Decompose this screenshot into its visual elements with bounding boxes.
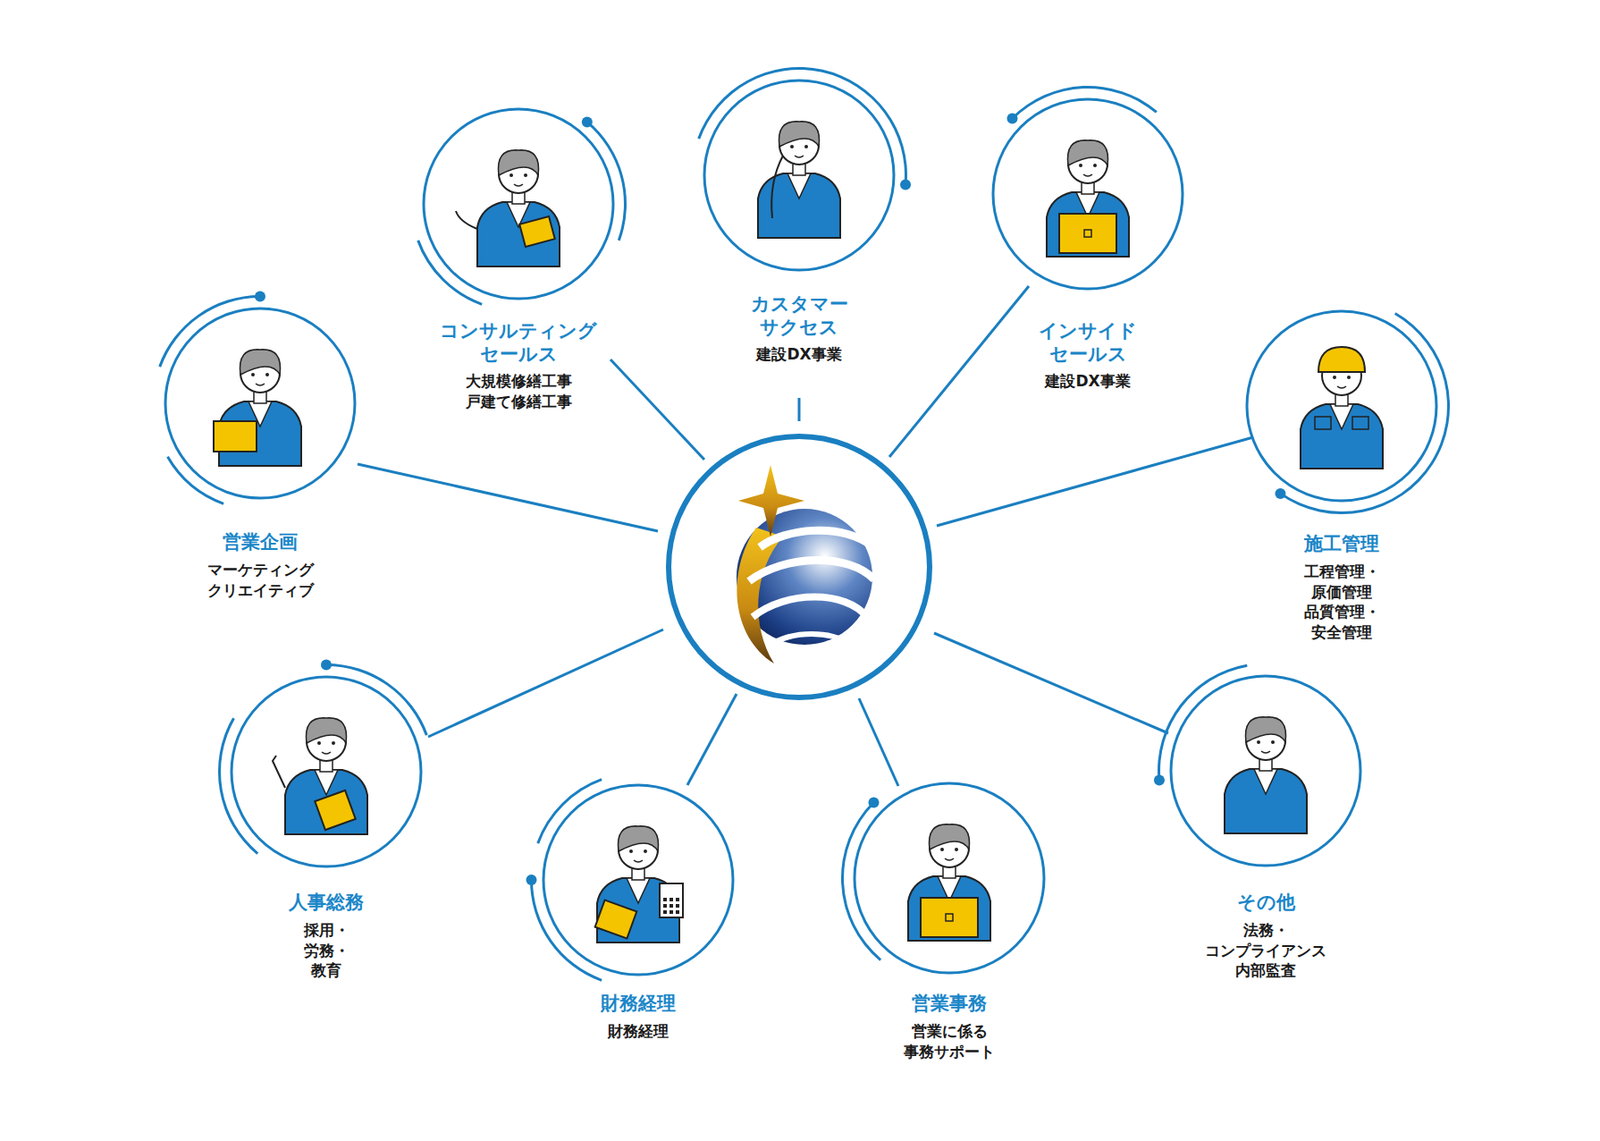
- role-description: 法務・コンプライアンス 内部監査: [1204, 919, 1327, 982]
- label-block: その他法務・コンプライアンス 内部監査: [1131, 891, 1400, 981]
- spoke-line: [428, 629, 664, 737]
- spoke-line: [798, 397, 801, 422]
- role-circle: [1131, 675, 1400, 866]
- person-illustration: [1046, 140, 1129, 257]
- role-description: 建設DX事業: [1044, 370, 1130, 392]
- role-circle: [192, 676, 461, 867]
- role-heading: 人事総務: [288, 891, 364, 915]
- role-circle: [384, 109, 653, 299]
- spoke-line: [858, 698, 899, 786]
- role-circle: [504, 784, 773, 975]
- role-heading: コンサルティング セールス: [439, 320, 598, 366]
- person-illustration: [1300, 346, 1383, 469]
- role-heading: 施工管理: [1304, 532, 1380, 556]
- decor-arc: [526, 777, 603, 981]
- role-heading: 営業事務: [911, 992, 987, 1016]
- decor-arc: [697, 67, 911, 190]
- role-node: 人事総務採用・労務・教育: [192, 676, 461, 981]
- spoke-line: [934, 632, 1169, 733]
- role-circle: [953, 99, 1222, 289]
- person-illustration: [213, 349, 302, 466]
- role-circle: [126, 308, 395, 498]
- label-block: 施工管理工程管理・原価管理 品質管理・安全管理: [1207, 532, 1476, 643]
- label-block: インサイド セールス建設DX事業: [953, 320, 1222, 392]
- role-description: マーケティング クリエイティブ: [207, 559, 314, 601]
- person-illustration: [1224, 716, 1307, 834]
- role-circle: [665, 80, 934, 270]
- decor-arc: [1274, 311, 1450, 514]
- role-heading: 財務経理: [600, 992, 676, 1016]
- role-heading: 営業企画: [222, 530, 298, 555]
- label-block: 人事総務採用・労務・教育: [192, 891, 461, 981]
- role-heading: カスタマー サクセス: [750, 293, 849, 339]
- decor-arc: [416, 116, 627, 305]
- role-circle: [1207, 311, 1476, 501]
- role-node: 営業企画マーケティング クリエイティブ: [126, 308, 395, 600]
- role-description: 工程管理・原価管理 品質管理・安全管理: [1304, 561, 1381, 644]
- role-description: 大規模修繕工事 戸建て修繕工事: [465, 370, 573, 413]
- role-node: インサイド セールス建設DX事業: [953, 99, 1222, 392]
- role-node: 財務経理財務経理: [504, 784, 773, 1042]
- label-block: 財務経理財務経理: [504, 992, 773, 1042]
- role-description: 採用・労務・教育: [303, 919, 350, 982]
- company-logo: [668, 436, 930, 698]
- person-illustration: [272, 717, 368, 834]
- label-block: カスタマー サクセス建設DX事業: [665, 293, 934, 365]
- role-description: 建設DX事業: [756, 344, 842, 365]
- spoke-line: [687, 693, 737, 785]
- person-illustration: [757, 121, 841, 238]
- role-description: 財務経理: [607, 1020, 669, 1042]
- person-illustration: [908, 824, 991, 941]
- label-block: 営業企画マーケティング クリエイティブ: [126, 530, 395, 600]
- spoke-line: [357, 463, 658, 531]
- role-node: カスタマー サクセス建設DX事業: [665, 80, 934, 365]
- label-block: 営業事務営業に係る 事務サポート: [815, 992, 1084, 1062]
- role-node: 営業事務営業に係る 事務サポート: [815, 783, 1084, 1062]
- spoke-line: [936, 437, 1254, 526]
- role-circle: [815, 783, 1084, 973]
- role-description: 営業に係る 事務サポート: [903, 1020, 995, 1062]
- spoke-line: [889, 286, 1029, 457]
- role-node: 施工管理工程管理・原価管理 品質管理・安全管理: [1207, 311, 1476, 643]
- person-illustration: [595, 825, 683, 943]
- role-node: コンサルティング セールス大規模修繕工事 戸建て修繕工事: [384, 109, 653, 413]
- spoke-line: [610, 359, 705, 460]
- label-block: コンサルティング セールス大規模修繕工事 戸建て修繕工事: [384, 320, 653, 413]
- role-heading: その他: [1237, 891, 1296, 915]
- role-node: その他法務・コンプライアンス 内部監査: [1131, 675, 1400, 981]
- person-illustration: [455, 150, 560, 267]
- role-heading: インサイド セールス: [1038, 320, 1137, 366]
